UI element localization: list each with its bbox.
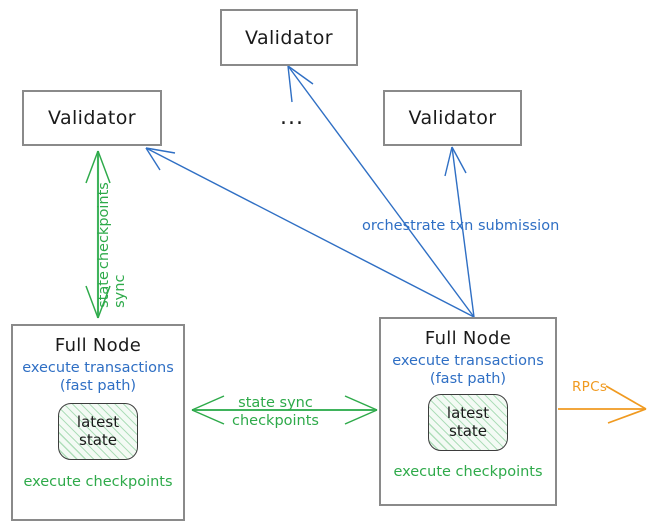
fullnode-right-title: Full Node (424, 328, 512, 349)
validator-node-right[interactable]: Validator (383, 90, 522, 146)
fullnode-left-subtitle-line1: execute transactions (22, 360, 174, 376)
fullnode-right[interactable]: Full Node execute transactions (fast pat… (379, 317, 557, 506)
edge-orchestrate-to-top-validator (287, 65, 475, 318)
fullnode-right-state-line2: state (449, 421, 487, 440)
vertical-state-sync-label: state sync checkpoints (52, 182, 172, 308)
validator-top-label: Validator (245, 26, 333, 49)
fullnode-right-latest-state: latest state (428, 394, 508, 452)
rpcs-label: RPCs (572, 379, 608, 395)
fullnode-right-footer: execute checkpoints (393, 464, 543, 481)
vertical-state-sync-line2: checkpoints (96, 182, 113, 270)
fullnode-right-state-line1: latest (446, 404, 490, 423)
fullnode-left-footer: execute checkpoints (23, 474, 173, 491)
fullnode-right-subtitle: execute transactions (fast path) (392, 353, 544, 388)
horizontal-state-sync-line2: checkpoints (232, 413, 319, 430)
fullnode-left-state-line2: state (79, 430, 117, 449)
edge-rpcs (558, 385, 647, 424)
horizontal-state-sync-label: state sync checkpoints (232, 394, 319, 430)
fullnode-left-title: Full Node (54, 335, 142, 356)
validator-node-left[interactable]: Validator (22, 90, 162, 146)
horizontal-state-sync-line1: state sync (238, 395, 313, 411)
fullnode-left-subtitle-line2: (fast path) (59, 377, 137, 394)
orchestrate-txn-submission-label: orchestrate txn submission (362, 218, 560, 234)
fullnode-right-subtitle-line2: (fast path) (429, 370, 507, 387)
validators-ellipsis: ... (280, 105, 304, 130)
fullnode-left-state-line1: latest (76, 413, 120, 432)
edge-vertical-state-sync (85, 150, 111, 319)
edge-horizontal-state-sync (191, 395, 378, 425)
edge-orchestrate-to-right-validator (444, 146, 475, 318)
fullnode-left-latest-state: latest state (58, 403, 138, 461)
fullnode-left[interactable]: Full Node execute transactions (fast pat… (11, 324, 185, 521)
edge-orchestrate-to-left-validator (145, 147, 475, 318)
vertical-state-sync-line1: state sync (96, 271, 129, 308)
validator-left-label: Validator (48, 107, 136, 129)
validator-node-top[interactable]: Validator (220, 9, 358, 66)
fullnode-right-subtitle-line1: execute transactions (392, 353, 544, 369)
validator-right-label: Validator (408, 107, 497, 129)
fullnode-left-subtitle: execute transactions (fast path) (22, 360, 174, 395)
